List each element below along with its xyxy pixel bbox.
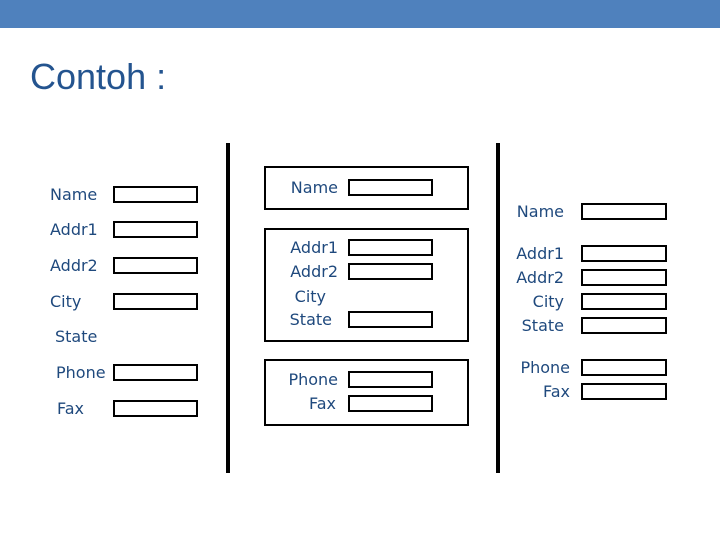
- input-box-state[interactable]: [581, 317, 667, 334]
- panel-name: Name: [264, 166, 469, 210]
- input-box-addr2[interactable]: [581, 269, 667, 286]
- input-box-addr2[interactable]: [348, 263, 433, 280]
- label-fax: Fax: [542, 382, 570, 401]
- label-name: Name: [50, 185, 98, 204]
- input-box-name[interactable]: [581, 203, 667, 220]
- label-city: City: [50, 292, 82, 311]
- input-box-city[interactable]: [581, 293, 667, 310]
- input-box-name[interactable]: [348, 179, 433, 196]
- top-accent-bar: [0, 0, 720, 28]
- input-box-phone[interactable]: [348, 371, 433, 388]
- label-state: State: [289, 310, 332, 329]
- label-addr2: Addr2: [516, 268, 564, 287]
- input-box-addr1[interactable]: [581, 245, 667, 262]
- label-addr1: Addr1: [50, 220, 98, 239]
- input-box-phone[interactable]: [113, 364, 198, 381]
- label-fax: Fax: [308, 394, 336, 413]
- label-phone: Phone: [56, 363, 106, 382]
- input-box-state[interactable]: [348, 311, 433, 328]
- label-state: State: [55, 327, 98, 346]
- label-fax: Fax: [57, 399, 85, 418]
- input-box-phone[interactable]: [581, 359, 667, 376]
- label-city: City: [294, 287, 326, 306]
- label-addr1: Addr1: [516, 244, 564, 263]
- slide-title: Contoh :: [30, 56, 167, 97]
- divider-bar-left: [226, 143, 230, 473]
- input-box-fax[interactable]: [581, 383, 667, 400]
- input-box-name[interactable]: [113, 186, 198, 203]
- label-addr2: Addr2: [290, 262, 338, 281]
- label-name: Name: [516, 202, 564, 221]
- input-box-addr1[interactable]: [113, 221, 198, 238]
- input-box-city[interactable]: [113, 293, 198, 310]
- label-addr1: Addr1: [290, 238, 338, 257]
- label-state: State: [521, 316, 564, 335]
- label-phone: Phone: [520, 358, 570, 377]
- input-box-addr1[interactable]: [348, 239, 433, 256]
- input-box-fax[interactable]: [348, 395, 433, 412]
- divider-bar-right: [496, 143, 500, 473]
- panel-address: Addr1 Addr2 City State: [264, 228, 469, 342]
- label-city: City: [532, 292, 564, 311]
- label-addr2: Addr2: [50, 256, 98, 275]
- panel-contact: Phone Fax: [264, 359, 469, 426]
- input-box-addr2[interactable]: [113, 257, 198, 274]
- label-name: Name: [290, 178, 338, 197]
- input-box-fax[interactable]: [113, 400, 198, 417]
- label-phone: Phone: [288, 370, 338, 389]
